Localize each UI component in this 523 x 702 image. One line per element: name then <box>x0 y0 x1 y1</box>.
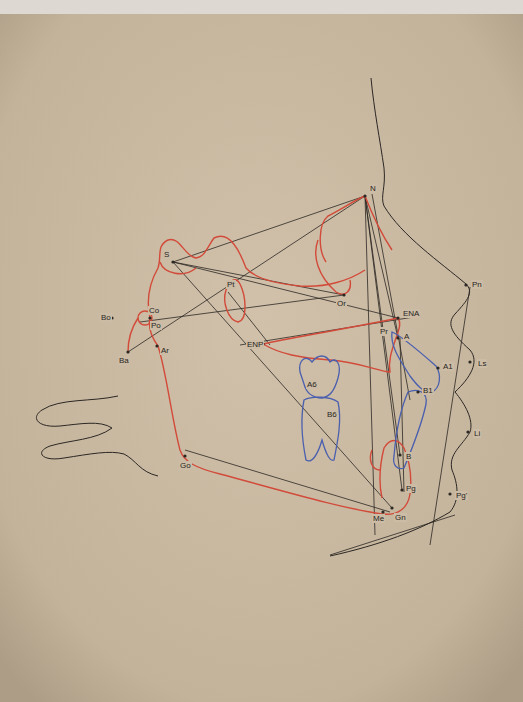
landmark-label: ENP <box>246 340 264 349</box>
landmark-label: A1 <box>442 362 454 371</box>
skeletal-outlines <box>128 196 411 514</box>
landmark-label: B1 <box>422 386 434 395</box>
landmark-label: Bo <box>100 313 112 322</box>
landmark-label: Pg' <box>455 491 468 500</box>
landmark-label: Pr <box>379 327 389 336</box>
landmark-label: Ba <box>118 356 130 365</box>
landmark-label: Pg <box>405 484 417 493</box>
landmark-label: N <box>369 184 377 193</box>
landmark-label: Me <box>372 514 385 523</box>
construction-lines <box>128 194 470 555</box>
paper-edge <box>0 0 523 14</box>
landmark-label: A6 <box>306 380 318 389</box>
landmark-label: Po <box>150 321 162 330</box>
landmark-label: Ls <box>477 359 487 368</box>
landmark-label: B6 <box>326 410 338 419</box>
landmark-label: S <box>163 250 170 259</box>
landmark-label: B <box>405 452 412 461</box>
landmark-label: Gn <box>394 513 407 522</box>
landmark-label: Go <box>179 461 192 470</box>
ear-outline <box>36 396 158 476</box>
landmark-label: Or <box>336 299 347 308</box>
landmark-dots <box>110 194 471 513</box>
landmark-label: Co <box>148 306 160 315</box>
landmark-label: Pn <box>471 280 483 289</box>
teeth <box>300 332 440 469</box>
landmark-label: ENA <box>402 309 420 318</box>
landmark-label: Pt <box>226 280 236 289</box>
landmark-label: Li <box>473 429 481 438</box>
soft-tissue-profile <box>330 78 474 556</box>
landmark-label: Ar <box>160 346 170 355</box>
landmark-label: A <box>403 332 410 341</box>
